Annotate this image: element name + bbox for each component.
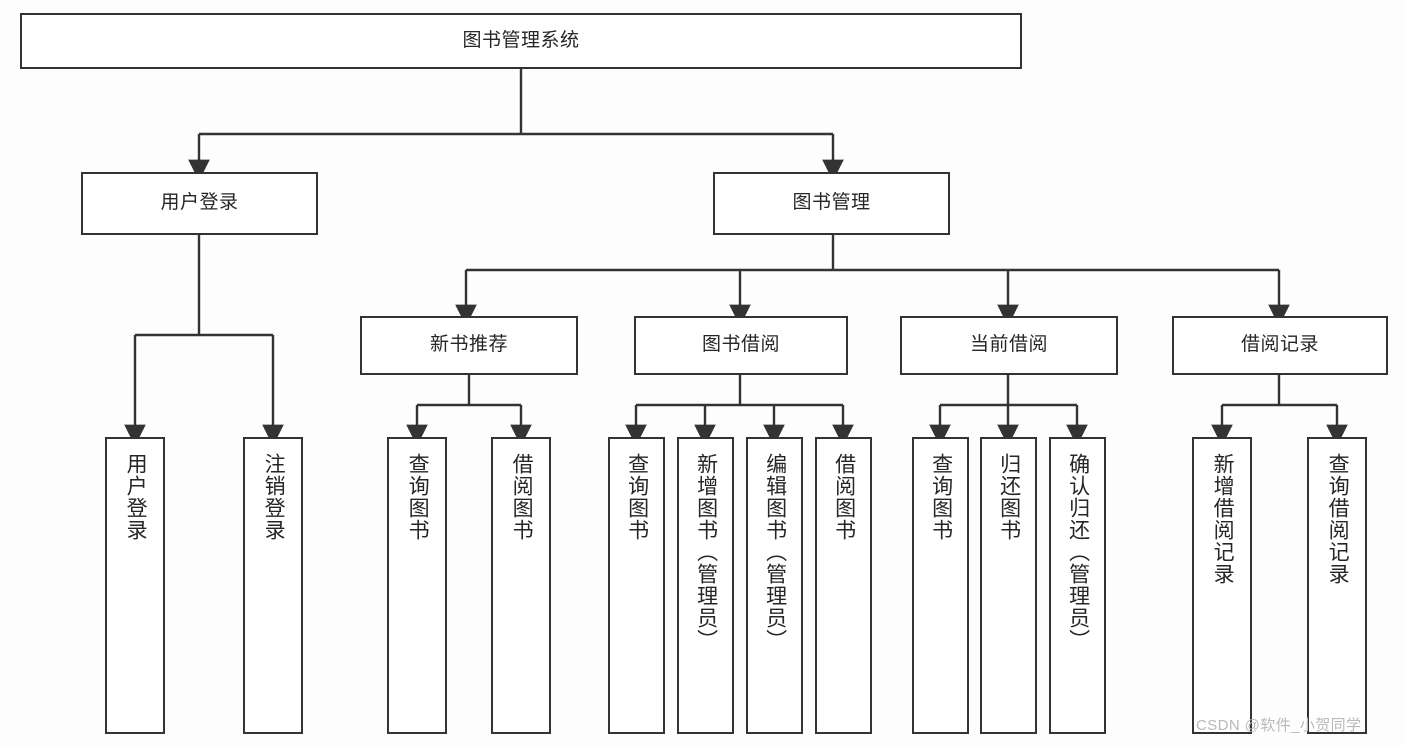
leaf-query-book-recommend[interactable]: 查询图书 [387, 437, 447, 734]
leaf-edit-book-admin[interactable]: 编辑图书（管理员） [746, 437, 803, 734]
node-label: 查询借阅记录 [1326, 453, 1350, 585]
node-current-borrow[interactable]: 当前借阅 [900, 316, 1118, 375]
node-book-management[interactable]: 图书管理 [713, 172, 950, 235]
node-borrow-record[interactable]: 借阅记录 [1172, 316, 1388, 375]
leaf-borrow-book[interactable]: 借阅图书 [815, 437, 872, 734]
node-label: 查询图书 [406, 453, 430, 541]
node-label: 当前借阅 [969, 334, 1048, 356]
node-label: 注销登录 [262, 453, 286, 541]
node-label: 图书管理系统 [462, 29, 580, 51]
leaf-borrow-book-recommend[interactable]: 借阅图书 [491, 437, 551, 734]
leaf-add-borrow-record[interactable]: 新增借阅记录 [1192, 437, 1252, 734]
node-label: 借阅记录 [1240, 334, 1319, 356]
node-label: 新增图书（管理员） [694, 453, 718, 651]
node-label: 借阅图书 [832, 453, 856, 541]
node-book-borrow[interactable]: 图书借阅 [634, 316, 848, 375]
leaf-confirm-return-admin[interactable]: 确认归还（管理员） [1049, 437, 1106, 734]
node-label: 新增借阅记录 [1211, 453, 1235, 585]
node-label: 确认归还（管理员） [1066, 453, 1090, 651]
node-label: 编辑图书（管理员） [763, 453, 787, 651]
leaf-add-book-admin[interactable]: 新增图书（管理员） [677, 437, 734, 734]
node-user-login[interactable]: 用户登录 [81, 172, 318, 235]
watermark: CSDN @软件_小贺同学 [1196, 717, 1362, 734]
node-root-system[interactable]: 图书管理系统 [20, 13, 1022, 69]
leaf-user-login[interactable]: 用户登录 [105, 437, 165, 734]
leaf-query-book-borrow[interactable]: 查询图书 [608, 437, 665, 734]
leaf-return-book[interactable]: 归还图书 [980, 437, 1037, 734]
leaf-query-book-current[interactable]: 查询图书 [912, 437, 969, 734]
node-label: 查询图书 [929, 453, 953, 541]
node-label: 图书管理 [792, 192, 871, 214]
node-label: 用户登录 [160, 192, 239, 214]
node-label: 新书推荐 [429, 334, 508, 356]
node-label: 借阅图书 [510, 453, 534, 541]
node-label: 归还图书 [997, 453, 1021, 541]
node-label: 用户登录 [124, 453, 148, 541]
leaf-query-borrow-record[interactable]: 查询借阅记录 [1307, 437, 1367, 734]
node-new-book-recommend[interactable]: 新书推荐 [360, 316, 578, 375]
node-label: 查询图书 [625, 453, 649, 541]
node-label: 图书借阅 [701, 334, 780, 356]
leaf-logout[interactable]: 注销登录 [243, 437, 303, 734]
